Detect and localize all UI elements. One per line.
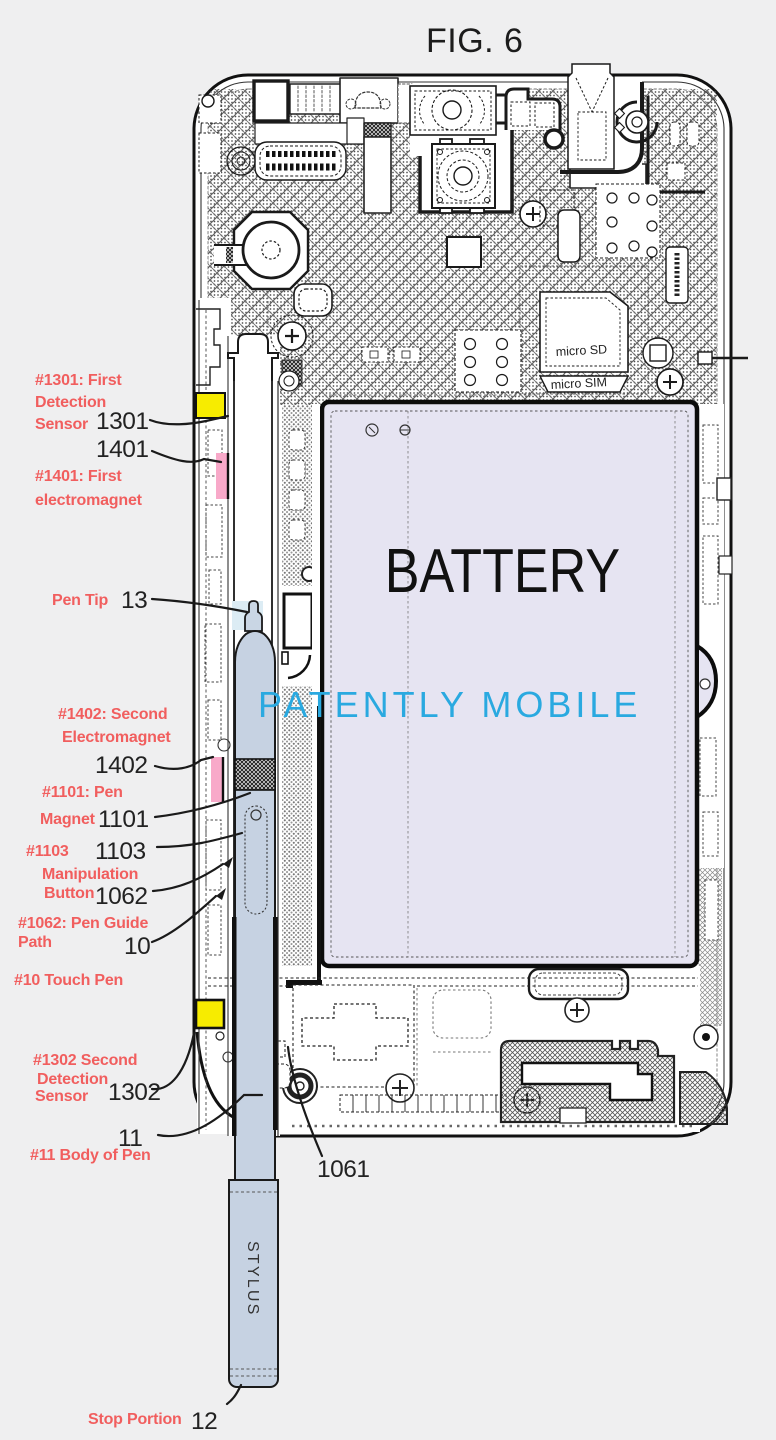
svg-text:#1401: First: #1401: First [35, 468, 122, 485]
svg-text:1401: 1401 [96, 436, 149, 463]
svg-text:1402: 1402 [95, 752, 148, 779]
svg-text:10: 10 [124, 933, 150, 960]
svg-text:Detection: Detection [35, 394, 106, 411]
svg-text:12: 12 [191, 1408, 217, 1435]
svg-text:Manipulation: Manipulation [42, 866, 138, 883]
svg-text:#11 Body of Pen: #11 Body of Pen [30, 1147, 151, 1164]
svg-text:Path: Path [18, 934, 52, 951]
svg-text:Magnet: Magnet [40, 811, 96, 828]
svg-text:1062: 1062 [95, 883, 148, 910]
svg-text:Sensor: Sensor [35, 1088, 88, 1105]
svg-text:micro SIM: micro SIM [550, 375, 607, 392]
svg-text:Stop Portion: Stop Portion [88, 1411, 182, 1428]
svg-text:STYLUS: STYLUS [244, 1241, 261, 1316]
svg-text:Detection: Detection [37, 1071, 108, 1088]
svg-text:1101: 1101 [98, 806, 149, 833]
svg-text:1301: 1301 [96, 408, 149, 435]
svg-text:13: 13 [121, 587, 147, 614]
svg-text:#1402: Second: #1402: Second [58, 706, 167, 723]
svg-text:11: 11 [118, 1125, 142, 1152]
svg-text:1061: 1061 [317, 1156, 370, 1183]
svg-text:FIG. 6: FIG. 6 [426, 22, 523, 60]
svg-text:#1301: First: #1301: First [35, 372, 122, 389]
svg-text:#1103: #1103 [26, 843, 69, 860]
svg-text:Electromagnet: Electromagnet [62, 729, 171, 746]
svg-text:Pen Tip: Pen Tip [52, 592, 109, 609]
svg-text:#1101: Pen: #1101: Pen [42, 784, 123, 801]
svg-text:Button: Button [44, 885, 94, 902]
svg-text:1302: 1302 [108, 1079, 161, 1106]
svg-text:PATENTLY MOBILE: PATENTLY MOBILE [258, 684, 641, 725]
svg-text:#1302 Second: #1302 Second [33, 1052, 137, 1069]
svg-text:#10 Touch Pen: #10 Touch Pen [14, 972, 123, 989]
svg-text:BATTERY: BATTERY [385, 537, 620, 606]
svg-text:micro SD: micro SD [555, 342, 607, 359]
svg-text:1103: 1103 [95, 838, 146, 865]
svg-text:electromagnet: electromagnet [35, 492, 143, 509]
svg-text:Sensor: Sensor [35, 416, 88, 433]
svg-text:#1062: Pen Guide: #1062: Pen Guide [18, 915, 148, 932]
